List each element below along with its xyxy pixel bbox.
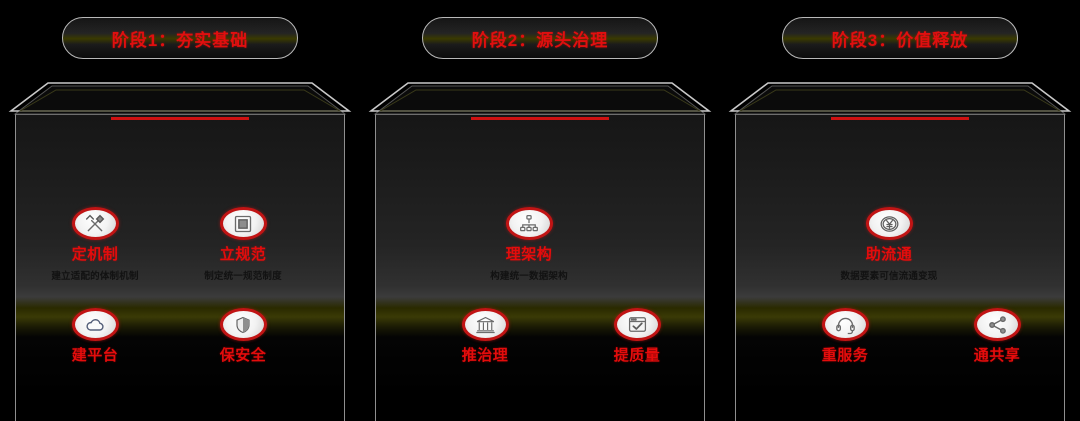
cube-accent-bar	[831, 117, 969, 120]
phase-item-label: 提质量	[613, 347, 661, 364]
phase-cube-2: 理架构构建统一数据架构 推治理 提质量	[364, 80, 716, 421]
shield-icon[interactable]	[219, 308, 267, 341]
phase-item-subtitle: 构建统一数据架构	[490, 271, 568, 282]
phase-item-label: 重服务	[821, 347, 869, 364]
phase-item-subtitle: 数据要素可信流通变现	[840, 271, 938, 282]
cube-accent-bar	[111, 117, 249, 120]
phase-item-label: 助流通	[865, 246, 913, 263]
phase-title-pill-2[interactable]: 阶段2：源头治理	[422, 17, 658, 59]
phase-column-3: 阶段3：价值释放 助流通数据要素可信流通变现 重服务 通共享	[720, 0, 1080, 421]
phase-item-subtitle: 制定统一规范制度	[204, 271, 282, 282]
cube-body: 理架构构建统一数据架构 推治理 提质量	[375, 114, 705, 421]
headset-icon[interactable]	[821, 308, 869, 341]
yen-coin-icon[interactable]	[865, 207, 913, 240]
phase-cube-3: 助流通数据要素可信流通变现 重服务 通共享	[724, 80, 1076, 421]
phase-title-text: 阶段2：源头治理	[471, 30, 609, 50]
cube-accent-bar	[471, 117, 609, 120]
share-network-icon[interactable]	[973, 308, 1021, 341]
item-grid: 理架构构建统一数据架构 推治理 提质量	[376, 115, 704, 421]
phase-item-label: 立规范	[219, 246, 267, 263]
phase-item[interactable]: 重服务	[780, 308, 910, 365]
phase-item[interactable]: 保安全	[178, 308, 308, 365]
phase-item[interactable]: 助流通数据要素可信流通变现	[824, 207, 954, 282]
phase-item[interactable]: 通共享	[932, 308, 1062, 365]
phase-item-label: 定机制	[71, 246, 119, 263]
phase-title-pill-1[interactable]: 阶段1：夯实基础	[62, 17, 298, 59]
phase-item-label: 建平台	[71, 347, 119, 364]
item-grid: 定机制建立适配的体制机制 立规范制定统一规范制度 建平台 保安全	[16, 115, 344, 421]
phase-cube-1: 定机制建立适配的体制机制 立规范制定统一规范制度 建平台 保安全	[4, 80, 356, 421]
phase-title-pill-3[interactable]: 阶段3：价值释放	[782, 17, 1018, 59]
checkmark-window-icon[interactable]	[613, 308, 661, 341]
phase-column-1: 阶段1：夯实基础 定机制建立适配的体制机制 立规范制定统一规范制度 建平台 保安…	[0, 0, 360, 421]
phase-item[interactable]: 提质量	[572, 308, 702, 365]
phase-title-text: 阶段3：价值释放	[831, 30, 969, 50]
cube-body: 助流通数据要素可信流通变现 重服务 通共享	[735, 114, 1065, 421]
cube-lid	[728, 82, 1072, 115]
phase-item[interactable]: 立规范制定统一规范制度	[178, 207, 308, 282]
institution-icon[interactable]	[461, 308, 509, 341]
cube-lid	[8, 82, 352, 115]
cube-lid	[368, 82, 712, 115]
phase-item[interactable]: 理架构构建统一数据架构	[464, 207, 594, 282]
phase-title-text: 阶段1：夯实基础	[111, 30, 249, 50]
phase-item-label: 保安全	[219, 347, 267, 364]
phase-column-2: 阶段2：源头治理 理架构构建统一数据架构 推治理 提质量	[360, 0, 720, 421]
cloud-icon[interactable]	[71, 308, 119, 341]
phase-item-label: 通共享	[973, 347, 1021, 364]
cube-body: 定机制建立适配的体制机制 立规范制定统一规范制度 建平台 保安全	[15, 114, 345, 421]
phase-item[interactable]: 建平台	[30, 308, 160, 365]
phase-item[interactable]: 推治理	[420, 308, 550, 365]
phase-item[interactable]: 定机制建立适配的体制机制	[30, 207, 160, 282]
phase-item-subtitle: 建立适配的体制机制	[51, 271, 139, 282]
hierarchy-icon[interactable]	[505, 207, 553, 240]
crossed-tools-icon[interactable]	[71, 207, 119, 240]
phase-item-label: 推治理	[461, 347, 509, 364]
phase-item-label: 理架构	[505, 246, 553, 263]
item-grid: 助流通数据要素可信流通变现 重服务 通共享	[736, 115, 1064, 421]
document-frame-icon[interactable]	[219, 207, 267, 240]
